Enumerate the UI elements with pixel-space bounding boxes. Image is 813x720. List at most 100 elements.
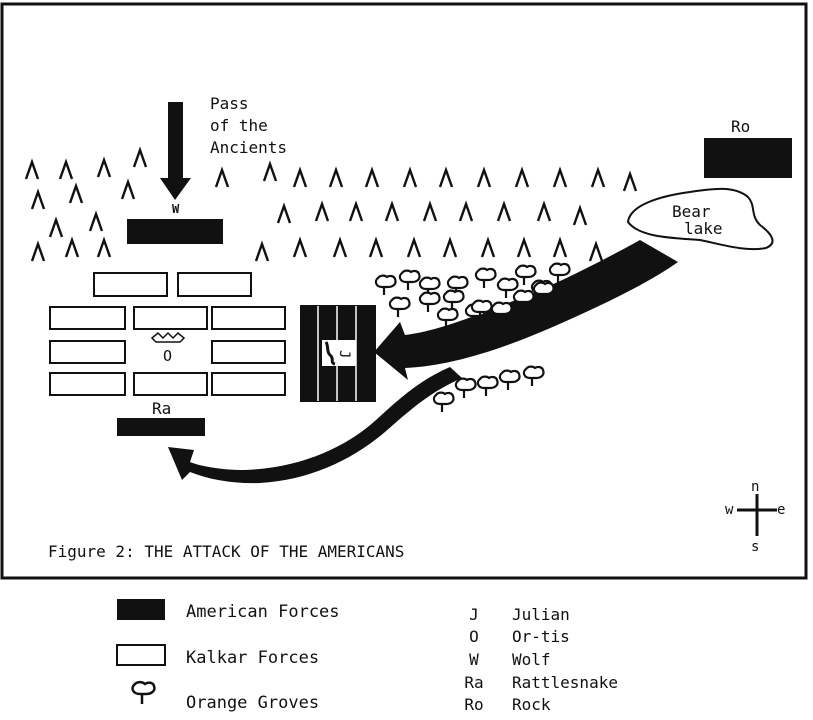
orange-groves (374, 262, 571, 412)
mountain-peak (622, 170, 638, 192)
mountain-peak (422, 200, 438, 222)
tree-icon (512, 289, 535, 310)
tree-icon (374, 274, 397, 295)
mountain-peak (552, 236, 568, 258)
rattlesnake-force (117, 418, 205, 436)
wolf-force (127, 219, 223, 244)
wolf-marker: W (172, 202, 180, 216)
kalkar-unit (211, 372, 286, 396)
pass-label-line-1: Pass (210, 94, 249, 113)
tree-icon (398, 269, 421, 290)
kalkar-unit (211, 340, 286, 364)
mountain-peak (328, 166, 344, 188)
mountain-peak (262, 160, 278, 182)
flanking-attack-arrow (168, 367, 462, 484)
rock-marker: Ro (731, 117, 750, 136)
mountain-peak (30, 188, 46, 210)
compass-rose (737, 494, 777, 536)
mountain-peak (314, 200, 330, 222)
mountain-peak (24, 158, 40, 180)
mountain-peak (348, 200, 364, 222)
tree-icon (522, 365, 545, 386)
kalkar-forces (49, 272, 286, 396)
mountain-peak (588, 240, 604, 262)
mountain-peak (214, 166, 230, 188)
pass-label-line-3: Ancients (210, 138, 287, 157)
tree-icon (548, 262, 571, 283)
pass-label-line-2: of the (210, 116, 268, 135)
crown-icon (150, 331, 186, 343)
abbr-code-rattlesnake: Ra (464, 673, 484, 692)
mountain-peak (292, 166, 308, 188)
mountain-peak (480, 236, 496, 258)
legend-kalkar-swatch (116, 644, 166, 666)
abbr-name-ortis: Or-tis (512, 627, 570, 646)
tree-icon (496, 277, 519, 298)
mountain-range (24, 146, 638, 262)
tree-icon (532, 281, 555, 302)
mountain-peak (368, 236, 384, 258)
mountain-peak (64, 236, 80, 258)
abbr-name-rock: Rock (512, 695, 551, 714)
mountain-peak (88, 210, 104, 232)
mountain-peak (552, 166, 568, 188)
mountain-peak (516, 236, 532, 258)
tree-icon (476, 375, 499, 396)
compass-west: w (725, 502, 734, 518)
kalkar-unit (49, 340, 126, 364)
tree-icon (432, 391, 455, 412)
lake-label-line-1: Bear (672, 202, 711, 221)
mountain-peak (58, 158, 74, 180)
legend-kalkar-label: Kalkar Forces (186, 648, 320, 668)
mountain-peak (132, 146, 148, 168)
american-attack-arrow (374, 240, 678, 380)
kalkar-unit (49, 306, 126, 330)
mountain-peak (442, 236, 458, 258)
abbr-name-rattlesnake: Rattlesnake (512, 673, 618, 692)
mountain-peak (364, 166, 380, 188)
kalkar-unit (177, 272, 252, 297)
kalkar-unit (49, 372, 126, 396)
abbr-code-wolf: W (469, 650, 479, 669)
legend-tree-icon (131, 680, 156, 704)
rattlesnake-marker: Ra (152, 399, 171, 418)
abbr-name-julian: Julian (512, 605, 570, 624)
compass-east: e (777, 502, 785, 518)
kalkar-unit (93, 272, 168, 297)
ortis-marker: O (163, 347, 172, 365)
mountain-peak (438, 166, 454, 188)
tree-icon (442, 289, 465, 310)
tree-icon (388, 296, 411, 317)
mountain-peak (96, 156, 112, 178)
mountain-peak (254, 240, 270, 262)
compass-north: n (751, 479, 759, 495)
kalkar-unit (211, 306, 286, 330)
mountain-peak (120, 178, 136, 200)
julian-force (300, 305, 376, 402)
tree-icon (454, 377, 477, 398)
mountain-peak (96, 236, 112, 258)
mountain-peak (572, 204, 588, 226)
compass-south: s (751, 539, 759, 555)
tree-icon (418, 291, 441, 312)
tree-icon (470, 299, 493, 320)
kalkar-unit (133, 372, 208, 396)
mountain-peak (406, 236, 422, 258)
mountain-peak (30, 240, 46, 262)
mountain-peak (68, 182, 84, 204)
mountain-peak (48, 216, 64, 238)
mountain-peak (292, 236, 308, 258)
legend-american-label: American Forces (186, 602, 340, 622)
mountain-peak (536, 200, 552, 222)
tree-icon (514, 264, 537, 285)
abbr-code-julian: J (469, 605, 479, 624)
bear-lake (626, 187, 774, 251)
abbr-name-wolf: Wolf (512, 650, 551, 669)
tree-icon (436, 307, 459, 328)
pass-arrow (160, 102, 191, 200)
lake-label-line-2: lake (684, 219, 723, 238)
abbr-code-ortis: O (469, 627, 479, 646)
mountain-peak (332, 236, 348, 258)
mountain-peak (384, 200, 400, 222)
